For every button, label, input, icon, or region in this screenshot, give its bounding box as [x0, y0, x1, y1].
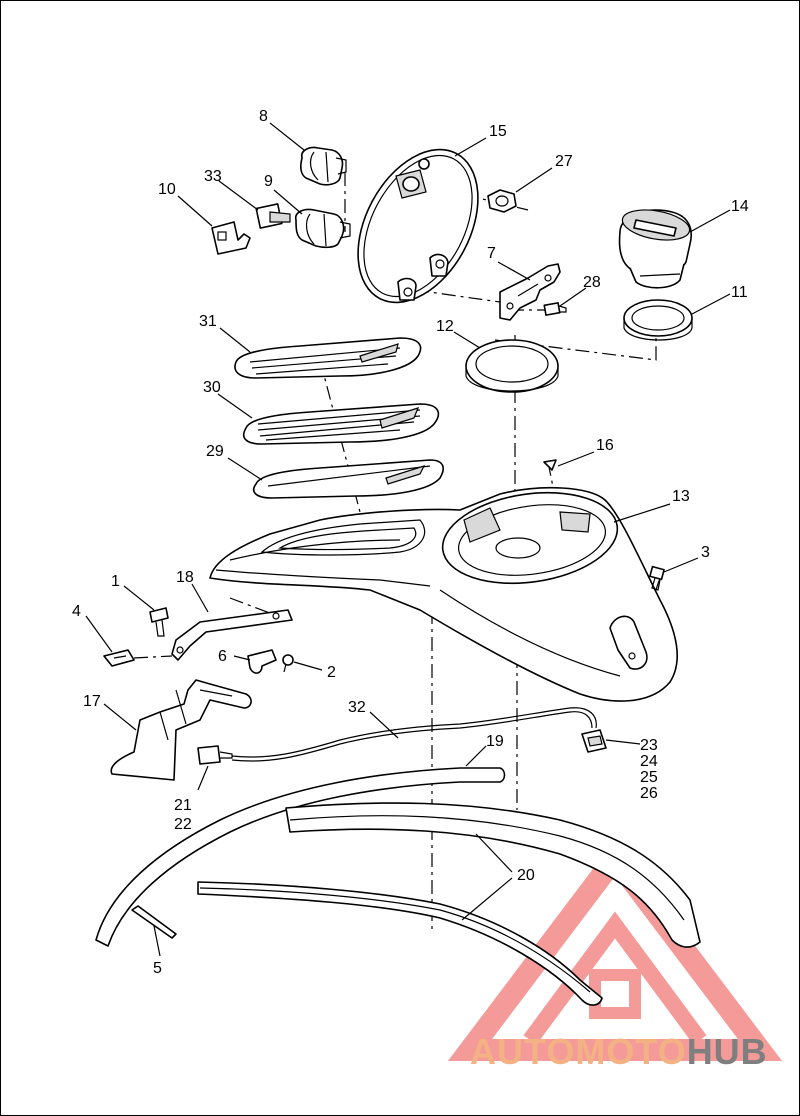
- callout-16: 16: [596, 437, 614, 454]
- part-30-trim-grille: [242, 403, 440, 445]
- callout-31: 31: [199, 313, 217, 330]
- part-5-cable-strap: [131, 905, 177, 939]
- part-13-console: [209, 487, 678, 702]
- part-6-clamp: [247, 649, 277, 674]
- callout-15: 15: [489, 123, 507, 140]
- part-19-tube: [95, 767, 506, 947]
- part-7-bracket: [499, 263, 561, 321]
- callout-33: 33: [204, 168, 222, 185]
- part-1-bolt: [149, 607, 169, 637]
- callout-14: 14: [731, 198, 749, 215]
- part-20-side-trim: [197, 802, 701, 1006]
- callout-2: 2: [327, 664, 336, 681]
- callout-25: 25: [640, 769, 658, 786]
- callout-4: 4: [72, 603, 81, 620]
- callout-17: 17: [83, 693, 101, 710]
- part-17-switch-housing: [110, 679, 252, 781]
- part-15-mounting-plate: [357, 148, 479, 304]
- callout-3: 3: [701, 544, 710, 561]
- callout-26: 26: [640, 785, 658, 802]
- callout-19: 19: [486, 733, 504, 750]
- part-3-screw: [649, 565, 665, 591]
- part-31-trim-panel: [234, 337, 422, 379]
- part-27-hex-nut: [487, 189, 517, 213]
- callout-labels: 8 15 27 33 9 10 14 7 28 11 12 31 30 29 1…: [72, 108, 749, 977]
- callout-6: 6: [218, 648, 227, 665]
- callout-27: 27: [555, 153, 573, 170]
- part-23-connector: [581, 729, 607, 753]
- part-32-wire-harness: [231, 707, 597, 762]
- part-11-gasket: [623, 299, 693, 341]
- callout-18: 18: [176, 569, 194, 586]
- callout-7: 7: [487, 245, 496, 262]
- part-8-lamp-socket: [300, 146, 347, 186]
- callout-23: 23: [640, 737, 658, 754]
- callout-32: 32: [348, 699, 366, 716]
- callout-1: 1: [111, 573, 120, 590]
- callout-21: 21: [174, 797, 192, 814]
- part-9-lamp-socket: [294, 208, 351, 249]
- callout-8: 8: [259, 108, 268, 125]
- callout-24: 24: [640, 753, 658, 770]
- callout-13: 13: [672, 488, 690, 505]
- part-4-clip-nut: [103, 649, 173, 667]
- part-21-connector: [197, 745, 233, 765]
- callout-20: 20: [517, 867, 535, 884]
- watermark-logo: [447, 839, 783, 1061]
- callout-12: 12: [436, 318, 454, 335]
- callout-leaders: [85, 122, 731, 957]
- callout-29: 29: [206, 443, 224, 460]
- part-10-retainer: [211, 221, 251, 255]
- part-29-trim-base: [252, 459, 444, 499]
- callout-28: 28: [583, 274, 601, 291]
- callout-9: 9: [264, 173, 273, 190]
- callout-10: 10: [158, 181, 176, 198]
- part-28-screw: [543, 302, 567, 316]
- part-2-screw: [282, 654, 294, 673]
- part-18-bracket: [171, 609, 293, 661]
- part-12-seal-ring: [465, 339, 559, 393]
- callout-5: 5: [153, 960, 162, 977]
- part-16-pin: [543, 459, 557, 471]
- callout-30: 30: [203, 379, 221, 396]
- callout-11: 11: [731, 284, 748, 301]
- watermark-text: AUTOMOTOHUB: [470, 1031, 768, 1072]
- part-14-fuel-cap: [618, 209, 692, 289]
- callout-22: 22: [174, 816, 192, 833]
- part-33-clip: [255, 203, 291, 229]
- watermark-auto: AUTOMOTOHUB: [470, 1031, 768, 1072]
